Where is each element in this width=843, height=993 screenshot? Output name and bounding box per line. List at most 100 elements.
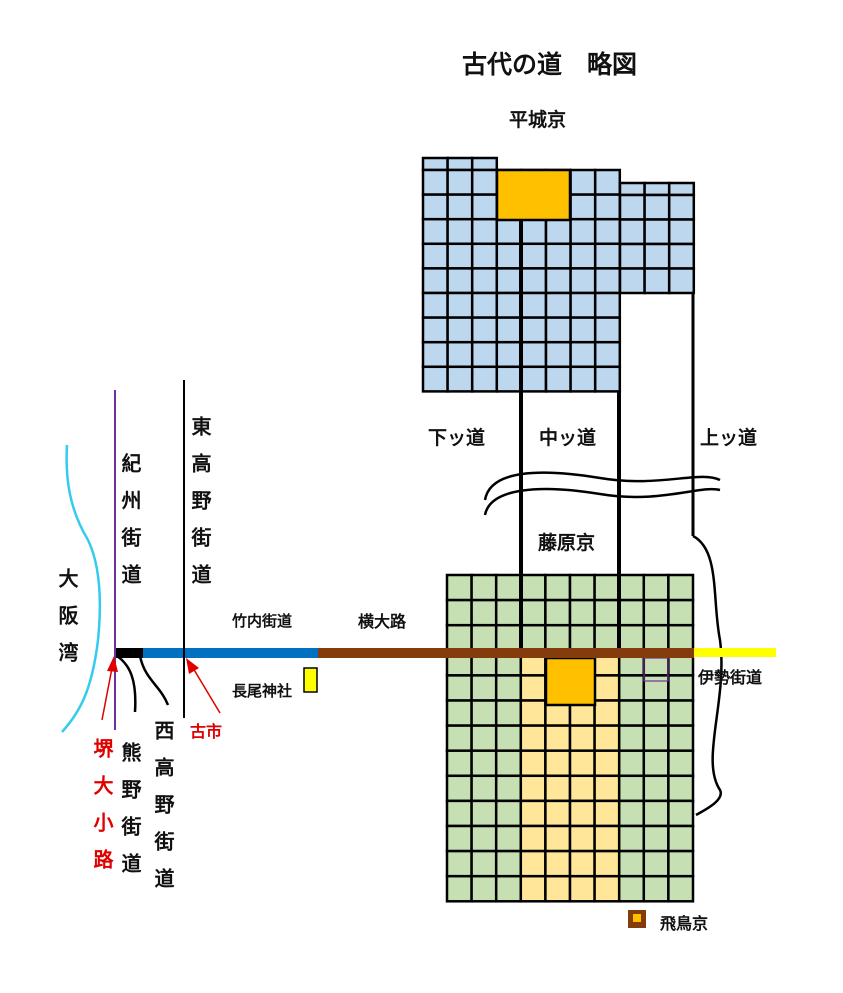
grid-cell [520,242,548,270]
grid-cell [593,799,621,828]
nagao-shrine-label: 長尾神社 [232,682,293,700]
fujiwara-kyo-label: 藤原京 [538,532,596,554]
grid-cell [667,218,696,246]
grid-cell [642,874,670,903]
sakai-ojiro-label: 堺大小路 [90,738,114,886]
grid-cell [446,267,474,295]
grid-cell [520,267,548,295]
grid-cell [494,623,523,652]
grid-cell [446,217,474,246]
grid-cell [470,267,499,295]
grid-cell [569,267,597,295]
grid-cell [642,699,670,727]
furuichi-arrow [186,658,221,714]
grid-cell [593,242,622,270]
grid-cell [470,242,499,270]
grid-cell [568,824,596,853]
grid-cell [494,774,523,803]
grid-cell [593,316,622,344]
grid-cell [617,749,646,778]
grid-cell [520,365,548,393]
grid-cell [667,598,695,627]
grid-cell [667,181,696,197]
grid-cell [642,724,670,752]
osaka-bay-label: 大阪湾 [55,568,79,679]
grid-cell [470,724,498,752]
grid-cell [593,674,621,702]
grid-cell [446,316,474,344]
grid-cell [593,267,622,295]
grid-cell [593,749,621,778]
grid-cell [544,598,572,627]
grid-cell [495,242,523,270]
grid-cell [617,598,646,627]
grid-cell [520,340,548,369]
grid-cell [617,724,646,752]
grid-cell [568,598,596,627]
fujiwara-kyo-grid [445,573,695,903]
grid-cell [519,774,547,803]
grid-cell [544,291,572,319]
grid-cell [643,218,671,246]
grid-cell [495,217,523,246]
grid-cell [494,724,523,752]
nishi-koya-label: 西高野街道 [151,720,175,905]
grid-cell [494,573,523,602]
grid-cell [617,849,646,878]
asuka-kyo-marker-center [633,914,641,922]
grid-cell [445,699,473,727]
furuichi-label: 古市 [190,722,223,741]
grid-cell [519,749,547,778]
break-mark-lower [483,487,721,516]
grid-cell [593,168,622,196]
grid-cell [445,573,473,602]
grid-cell [642,623,670,652]
grid-cell [617,699,646,727]
grid-cell [421,365,449,393]
grid-cell [667,699,695,727]
grid-cell [445,849,473,878]
grid-cell [421,217,449,246]
grid-cell [667,724,695,752]
grid-cell [421,193,449,221]
grid-cell [617,674,646,702]
kamitsumichi-curve [692,534,723,817]
grid-cell [667,749,695,778]
yokooji-road [317,648,694,658]
nakatsumichi-label: 中ッ道 [539,427,597,449]
grid-cell [470,699,498,727]
ise-road [694,648,776,657]
nagao-shrine-marker [303,667,318,693]
grid-cell [667,267,696,295]
grid-cell [445,598,473,627]
grid-cell [446,340,474,369]
grid-cell [544,724,572,752]
grid-cell [421,168,449,196]
grid-cell [618,193,646,221]
grid-cell [667,193,696,221]
grid-cell [520,217,548,246]
grid-cell [544,242,572,270]
grid-cell [569,291,597,319]
grid-cell [642,598,670,627]
grid-cell [446,168,474,196]
grid-cell [667,874,695,903]
grid-cell [569,217,597,246]
grid-cell [470,193,499,221]
grid-cell [544,365,572,393]
grid-cell [519,674,547,702]
osaka-bay-coastline [61,444,102,733]
grid-cell [470,674,498,702]
grid-cell [544,623,572,652]
grid-cell [568,724,596,752]
grid-cell [494,699,523,727]
grid-cell [544,799,572,828]
grid-cell [642,749,670,778]
grid-cell [495,340,523,369]
grid-cell [544,267,572,295]
grid-cell [568,774,596,803]
grid-cell [544,849,572,878]
grid-cell [519,699,547,727]
grid-cell [618,267,646,295]
grid-cell [470,291,499,319]
